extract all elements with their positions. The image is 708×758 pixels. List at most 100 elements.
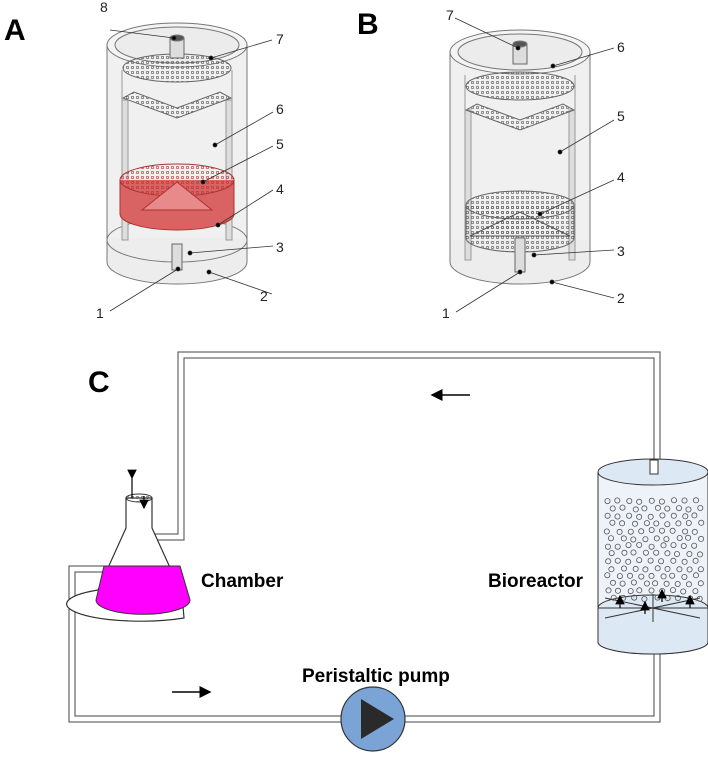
bubble <box>610 579 617 586</box>
bubble <box>609 505 616 512</box>
bubble <box>632 520 639 527</box>
bubble <box>619 580 626 587</box>
callout-a-5: 5 <box>276 136 284 152</box>
callout-a-2: 2 <box>260 288 268 304</box>
bubble <box>670 542 677 549</box>
bioreactor-label: Bioreactor <box>488 571 584 592</box>
bubble <box>648 543 655 550</box>
bubble <box>627 588 634 595</box>
bubble <box>659 527 666 534</box>
bubble <box>693 497 700 504</box>
bubble <box>642 566 649 573</box>
bubble <box>636 513 643 520</box>
bubble <box>669 572 676 579</box>
bubble <box>659 512 666 519</box>
bubble <box>682 528 689 535</box>
bubble <box>653 520 660 527</box>
bubble <box>630 549 637 556</box>
bioreactor-model-a <box>106 22 248 285</box>
bubble <box>642 536 649 543</box>
bubble <box>604 512 611 519</box>
bubble <box>616 573 623 580</box>
bubble <box>670 512 677 519</box>
panel-c: C Chamber <box>66 351 708 752</box>
bioreactor-schematic <box>597 458 708 655</box>
bubble <box>660 573 667 580</box>
bubble <box>631 594 638 601</box>
bubble <box>632 506 639 513</box>
bubble <box>636 542 643 549</box>
bubble <box>676 505 683 512</box>
bubble <box>626 512 633 519</box>
bubble <box>621 565 628 572</box>
callout-a-4: 4 <box>276 181 284 197</box>
callout-b-2: 2 <box>617 290 625 306</box>
bubble <box>647 557 654 564</box>
bubble <box>652 580 659 587</box>
bubble <box>636 587 643 594</box>
bubble <box>603 528 610 535</box>
bubble <box>676 566 683 573</box>
bubble <box>621 549 628 556</box>
chamber-label: Chamber <box>201 571 284 592</box>
callout-b-4: 4 <box>617 169 625 185</box>
bubble <box>630 536 637 543</box>
bubble <box>685 520 692 527</box>
bubble <box>653 535 660 542</box>
bubble <box>638 528 645 535</box>
bioreactor-model-b <box>449 29 591 285</box>
bubble <box>658 558 665 565</box>
callout-b-3: 3 <box>617 243 625 259</box>
bubble <box>636 498 643 505</box>
bubble <box>691 542 698 549</box>
play-triangle-icon <box>361 699 394 739</box>
bubble <box>685 506 692 513</box>
bubble <box>616 528 623 535</box>
bubble <box>671 497 678 504</box>
bubble <box>663 580 670 587</box>
bubble <box>619 504 626 511</box>
bubble <box>663 536 670 543</box>
bubble <box>648 527 655 534</box>
bubble <box>608 535 615 542</box>
panel-a-letter: A <box>4 14 26 47</box>
bubble <box>627 528 634 535</box>
callout-a-6: 6 <box>276 101 284 117</box>
panel-a: A <box>4 0 284 321</box>
chamber-flask <box>66 469 191 622</box>
callout-b-5: 5 <box>617 108 625 124</box>
bubble <box>625 542 632 549</box>
callout-a-8: 8 <box>100 0 108 15</box>
bubble <box>691 512 698 519</box>
bubble <box>654 504 661 511</box>
bubble <box>697 580 704 587</box>
panel-b-letter: B <box>357 8 379 41</box>
bubble <box>641 505 648 512</box>
bubble <box>638 573 645 580</box>
bubble <box>686 551 693 558</box>
bubble <box>664 521 671 528</box>
bubble <box>658 498 665 505</box>
bubble <box>654 565 661 572</box>
callout-b-7: 7 <box>446 7 454 23</box>
bubble <box>653 549 660 556</box>
panel-c-letter: C <box>88 366 110 399</box>
bubble <box>674 581 681 588</box>
bubble <box>664 565 671 572</box>
bubble <box>681 558 688 565</box>
bubble <box>648 572 655 579</box>
bubble <box>674 551 681 558</box>
bubble <box>685 581 692 588</box>
bubble <box>682 513 689 520</box>
bubble <box>675 595 682 602</box>
bubble <box>604 572 611 579</box>
bubble <box>680 588 687 595</box>
bubble <box>697 551 704 558</box>
callouts-b <box>454 17 615 313</box>
peristaltic-pump <box>340 686 406 752</box>
bubble <box>605 543 612 550</box>
bubble <box>632 565 639 572</box>
bubble <box>609 519 616 526</box>
bubble <box>614 497 621 504</box>
